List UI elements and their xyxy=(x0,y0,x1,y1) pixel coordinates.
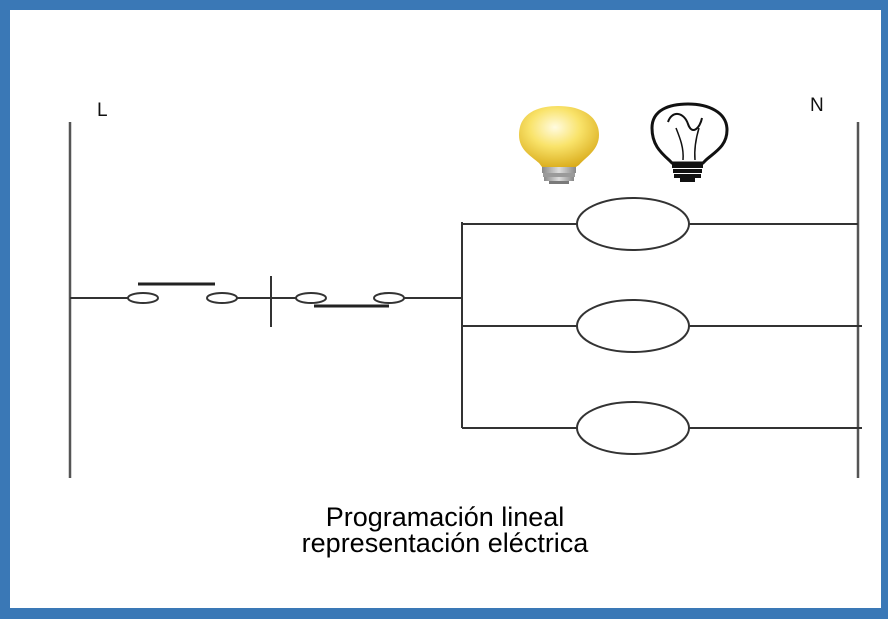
caption-line-2: representación eléctrica xyxy=(302,528,590,558)
caption-line-1: Programación lineal xyxy=(326,502,565,532)
coil-branch-1 xyxy=(462,197,858,251)
normally-closed-contact xyxy=(295,292,405,308)
lightbulb-off-icon xyxy=(650,102,729,182)
normally-open-contact xyxy=(127,282,238,304)
coil-branch-3 xyxy=(462,401,862,455)
coil-1 xyxy=(576,197,690,251)
coil-branch-2 xyxy=(462,299,862,353)
left-rail-label: L xyxy=(97,100,108,121)
right-rail-label: N xyxy=(810,95,824,116)
coil-2 xyxy=(576,299,690,353)
main-rung xyxy=(70,276,462,327)
lightbulb-on-icon xyxy=(519,106,599,184)
coil-3 xyxy=(576,401,690,455)
